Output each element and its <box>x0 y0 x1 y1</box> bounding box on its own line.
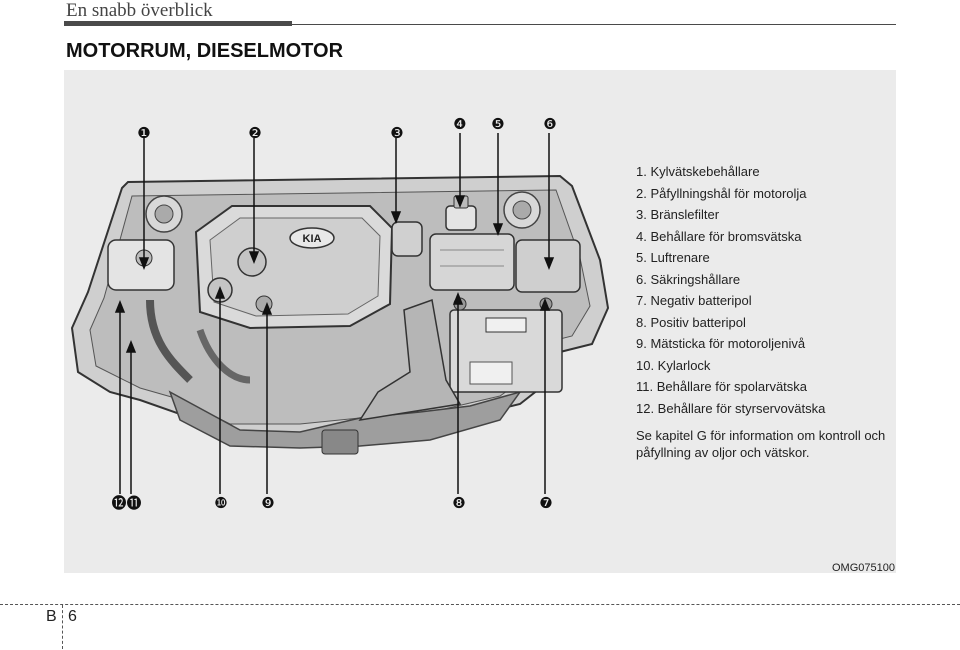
legend-item: 5. Luftrenare <box>636 250 710 265</box>
air-intake-duct <box>358 298 462 422</box>
callout-7: ❼ <box>539 494 552 512</box>
callout-6: ❻ <box>543 115 556 133</box>
brake-fluid-reservoir <box>445 205 477 231</box>
leader-lines <box>114 133 555 494</box>
chapter-header: En snabb överblick <box>66 0 213 21</box>
callout-9: ❾ <box>261 494 274 512</box>
callout-5: ❺ <box>491 115 504 133</box>
front-panel <box>168 390 522 449</box>
kia-badge <box>289 227 335 249</box>
legend-item: 2. Påfyllningshål för motorolja <box>636 185 807 201</box>
legend-item: 3. Bränslefilter <box>636 207 720 222</box>
reference-note: Se kapitel G för information om kontroll… <box>636 428 886 460</box>
callout-8: ❽ <box>452 494 465 512</box>
header-rule <box>292 24 896 25</box>
oil-filler-cap <box>237 247 267 277</box>
footer-rule <box>0 604 960 605</box>
component-legend: 1. Kylvätskebehållare 2. Påfyllningshål … <box>636 164 825 422</box>
legend-item: 12. Behållare för styrservovätska <box>636 400 826 416</box>
callout-2: ❷ <box>248 124 261 142</box>
legend-item: 4. Behållare för bromsvätska <box>636 228 802 244</box>
callout-11: ⓫ <box>126 494 141 512</box>
callout-4: ❹ <box>453 115 466 133</box>
section-letter: B <box>46 608 57 625</box>
hood-latch <box>321 429 359 455</box>
callout-1: ❶ <box>137 124 150 142</box>
legend-item: 11. Behållare för spolarvätska <box>636 379 808 394</box>
legend-item: 1. Kylvätskebehållare <box>636 164 760 179</box>
legend-item: 7. Negativ batteripol <box>636 293 752 308</box>
kia-badge-text: KIA <box>303 233 322 245</box>
footer-separator <box>62 605 63 649</box>
air-cleaner <box>429 233 515 291</box>
fuel-filter <box>391 221 423 257</box>
callout-10: ❿ <box>214 494 227 512</box>
callout-12: ⓬ <box>111 494 126 512</box>
section-title: MOTORRUM, DIESELMOTOR <box>66 40 344 62</box>
legend-item: 8. Positiv batteripol <box>636 314 746 330</box>
legend-item: 6. Säkringshållare <box>636 271 741 287</box>
figure-code: OMG075100 <box>832 562 895 574</box>
callout-3: ❸ <box>390 124 403 142</box>
header-bar <box>64 21 292 26</box>
page-number: 6 <box>68 608 77 625</box>
legend-item: 9. Mätsticka för motoroljenivå <box>636 336 806 351</box>
legend-item: 10. Kylarlock <box>636 357 711 373</box>
hose <box>146 299 193 383</box>
